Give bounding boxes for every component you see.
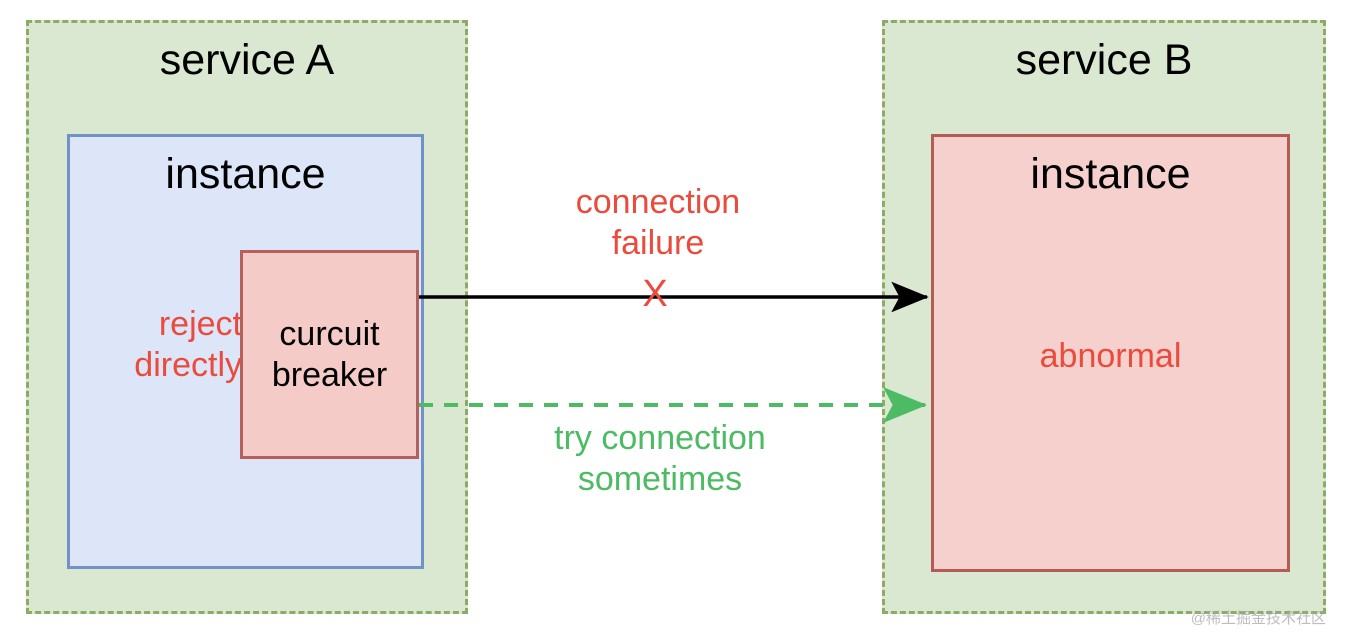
connection-failure-label: connection failure	[575, 183, 741, 262]
circuit-breaker-label: curcuit breaker	[271, 315, 388, 394]
watermark-label: @稀土掘金技术社区	[1190, 610, 1326, 627]
circuit-breaker-box: curcuit breaker	[240, 250, 419, 459]
reject-directly-label: reject directly	[134, 305, 242, 384]
connection-failure-x-icon: X	[642, 273, 668, 315]
try-connection-label: try connection sometimes	[554, 419, 766, 498]
service-b-instance-label: instance	[1030, 150, 1191, 198]
service-b-title: service B	[1015, 36, 1193, 84]
service-a-title: service A	[159, 36, 335, 84]
service-b-instance-box: instance	[931, 134, 1290, 572]
abnormal-label: abnormal	[1039, 337, 1182, 375]
service-a-instance-label: instance	[165, 150, 326, 198]
